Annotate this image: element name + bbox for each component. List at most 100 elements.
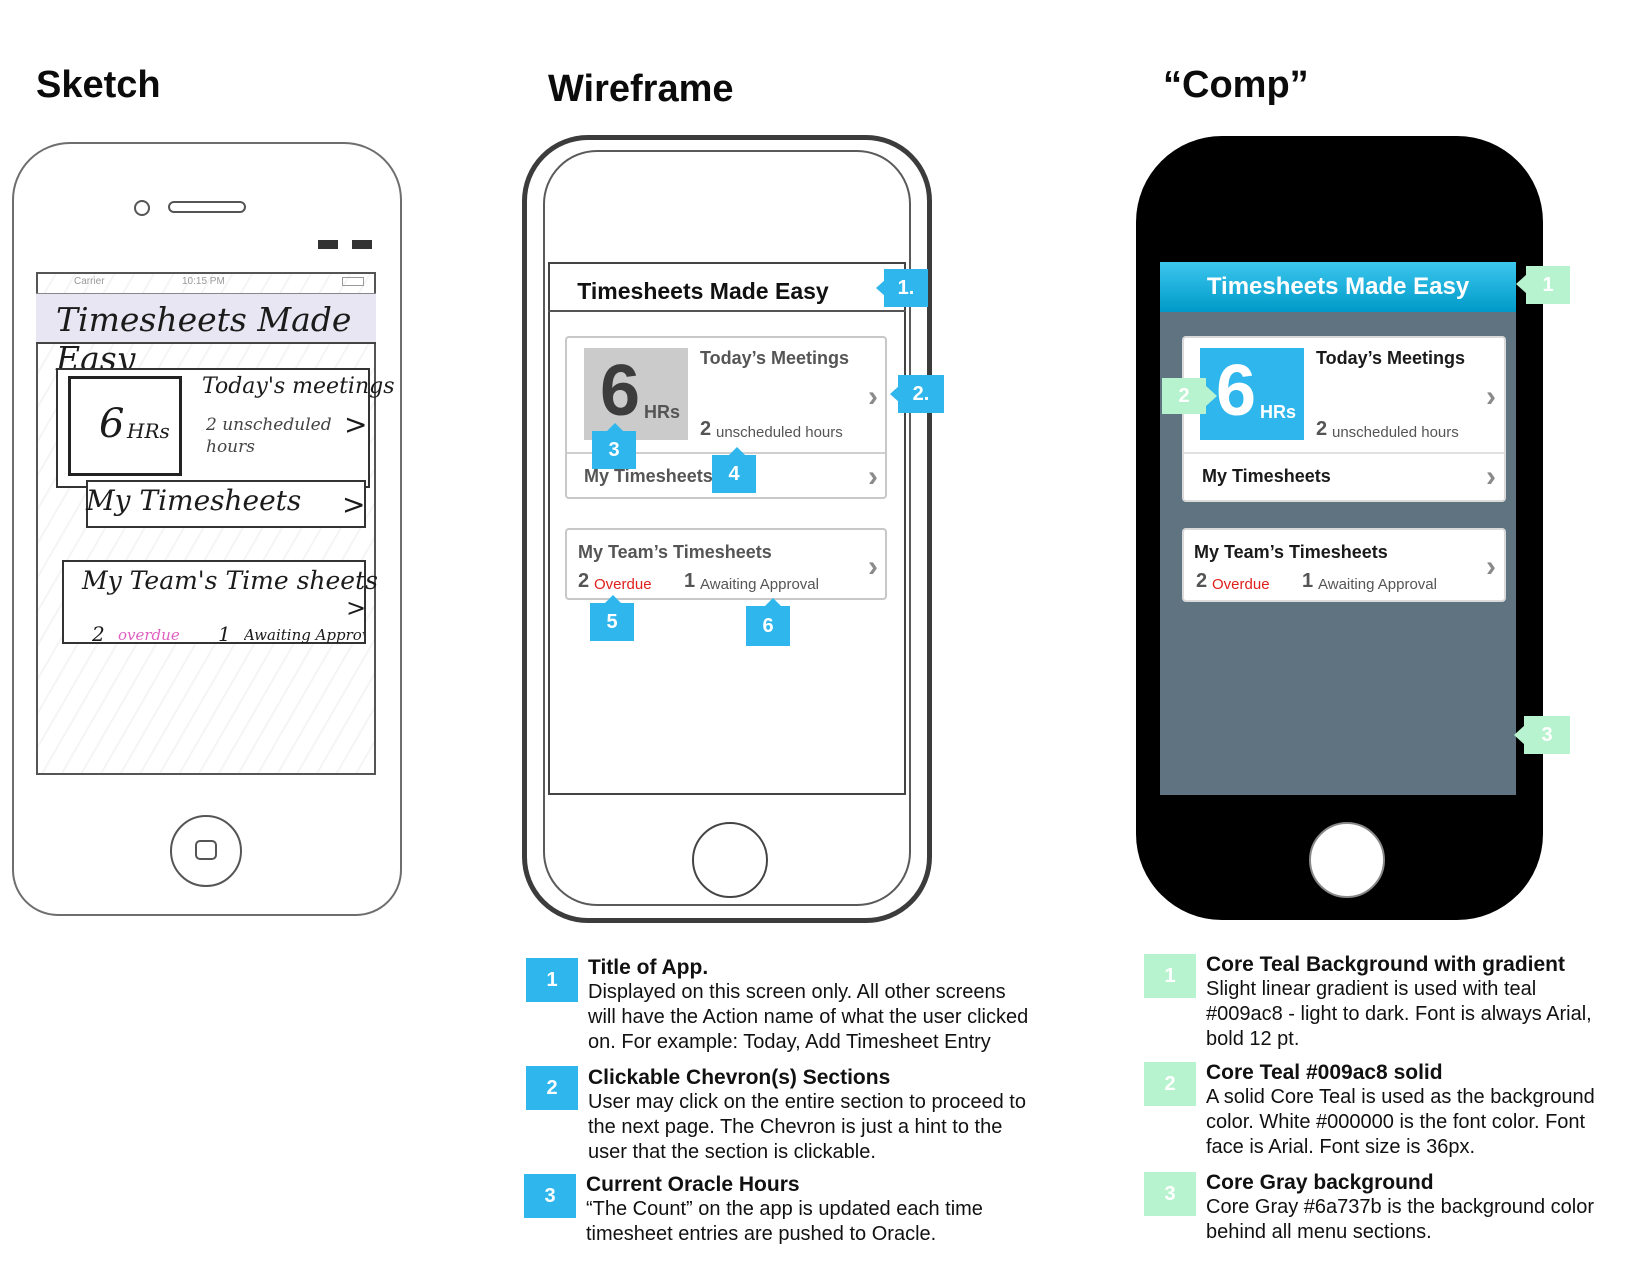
- comp-note-1-badge: 1: [1144, 954, 1196, 998]
- sketch-time: 10:15 PM: [182, 276, 225, 287]
- sketch-sensor-icon: [318, 240, 338, 249]
- sketch-camera-icon: [134, 200, 150, 216]
- comp-unscheduled-label: unscheduled hours: [1332, 424, 1459, 441]
- comp-heading: “Comp”: [1163, 64, 1309, 106]
- wireframe-note-2-line: user that the section is clickable.: [588, 1141, 876, 1163]
- badge-pointer: [1206, 386, 1217, 406]
- wireframe-badge-3: 3: [592, 431, 636, 469]
- comp-note-1-line: #009ac8 - light to dark. Font is always …: [1206, 1003, 1592, 1025]
- wireframe-note-3-badge: 3: [524, 1174, 576, 1218]
- comp-hours-box: 6 HRs: [1200, 348, 1304, 440]
- badge-pointer: [604, 595, 622, 604]
- badge-pointer: [1514, 725, 1525, 745]
- comp-my-timesheets-label: My Timesheets: [1202, 466, 1331, 486]
- sketch-heading: Sketch: [36, 64, 161, 106]
- comp-meetings-label: Today’s Meetings: [1316, 348, 1466, 368]
- sketch-status-bar: Carrier 10:15 PM: [36, 272, 376, 294]
- sketch-hours-box: 6 HRs: [68, 376, 182, 476]
- comp-overdue-count: 2: [1196, 570, 1208, 592]
- comp-overdue-label: Overdue: [1212, 576, 1270, 593]
- wireframe-note-1-line: will have the Action name of what the us…: [588, 1006, 1029, 1028]
- sketch-home-square-icon: [195, 840, 217, 860]
- sketch-home-button: [170, 815, 242, 887]
- wireframe-unscheduled-label: unscheduled hours: [716, 424, 843, 441]
- wireframe-badge-2: 2.: [898, 375, 944, 413]
- wireframe-note-1-badge: 1: [526, 958, 578, 1002]
- sketch-unscheduled-label: 2 unscheduled hours: [206, 415, 332, 457]
- comp-note-1-title: Core Teal Background with gradient: [1206, 953, 1565, 976]
- sketch-team-label: My Team's Time sheets: [82, 566, 378, 595]
- wireframe-phone-inner: [543, 150, 911, 906]
- comp-app-title: Timesheets Made Easy: [1160, 262, 1516, 312]
- sketch-awaiting-label: Awaiting Approval: [244, 626, 364, 644]
- sketch-overdue-label: overdue: [118, 626, 180, 644]
- comp-note-2-badge: 2: [1144, 1062, 1196, 1106]
- chevron-right-icon: ›: [1486, 460, 1496, 493]
- comp-badge-3: 3: [1524, 716, 1570, 754]
- wireframe-team-label: My Team’s Timesheets: [578, 542, 772, 562]
- comp-team-card[interactable]: [1182, 528, 1506, 602]
- comp-note-3-title: Core Gray background: [1206, 1171, 1434, 1194]
- wireframe-card-divider: [567, 452, 885, 454]
- comp-unscheduled-count: 2: [1316, 418, 1328, 440]
- comp-team-label: My Team’s Timesheets: [1194, 542, 1388, 562]
- wireframe-hours-value: 6: [600, 351, 641, 431]
- wireframe-note-2-badge: 2: [526, 1066, 578, 1110]
- wireframe-heading: Wireframe: [548, 68, 734, 110]
- wireframe-app-title: Timesheets Made Easy: [577, 278, 829, 304]
- wireframe-overdue-count: 2: [578, 570, 590, 592]
- comp-home-button: [1309, 822, 1385, 898]
- wireframe-title-divider: [548, 310, 906, 312]
- sketch-hours-unit: HRs: [127, 419, 170, 443]
- chevron-right-icon: ›: [868, 550, 878, 583]
- wireframe-team-card[interactable]: [565, 528, 887, 600]
- comp-note-3-badge: 3: [1144, 1172, 1196, 1216]
- wireframe-note-1-title: Title of App.: [588, 956, 709, 979]
- badge-pointer: [728, 447, 746, 456]
- wireframe-note-3-title: Current Oracle Hours: [586, 1173, 800, 1196]
- wireframe-badge-1: 1.: [884, 269, 928, 307]
- sketch-my-timesheets-card[interactable]: [86, 480, 366, 528]
- comp-hours-unit: HRs: [1260, 402, 1297, 422]
- chevron-right-icon: ›: [1486, 550, 1496, 583]
- badge-pointer: [606, 423, 624, 432]
- sketch-sensor-icon: [352, 240, 372, 249]
- sketch-battery-icon: [342, 277, 364, 286]
- wireframe-note-2-title: Clickable Chevron(s) Sections: [588, 1066, 891, 1089]
- comp-note-2-line: face is Arial. Font size is 36px.: [1206, 1136, 1476, 1158]
- wireframe-note-2-line: the next page. The Chevron is just a hin…: [588, 1116, 1003, 1138]
- wireframe-awaiting-label: Awaiting Approval: [700, 576, 819, 593]
- sketch-app-title: Timesheets Made Easy: [36, 294, 376, 378]
- wireframe-note-3-line: timesheet entries are pushed to Oracle.: [586, 1223, 937, 1245]
- comp-note-2-line: color. White #000000 is the font color. …: [1206, 1111, 1586, 1133]
- wireframe-badge-5: 5: [590, 603, 634, 641]
- chevron-right-icon: ›: [868, 380, 878, 413]
- badge-pointer: [890, 385, 900, 403]
- comp-note-1-line: Slight linear gradient is used with teal: [1206, 978, 1537, 1000]
- wireframe-hours-unit: HRs: [644, 402, 681, 422]
- comp-card-divider: [1184, 452, 1504, 454]
- comp-hours-value: 6: [1216, 351, 1257, 431]
- chevron-right-icon: ›: [1486, 380, 1496, 413]
- chevron-right-icon: ›: [868, 460, 878, 493]
- comp-note-2-line: A solid Core Teal is used as the backgro…: [1206, 1086, 1595, 1108]
- sketch-carrier: Carrier: [74, 276, 105, 287]
- sketch-chevron-icon: >: [346, 594, 367, 622]
- wireframe-note-1-line: Displayed on this screen only. All other…: [588, 981, 1006, 1003]
- wireframe-note-2-line: User may click on the entire section to …: [588, 1091, 1026, 1113]
- comp-note-3-line: Core Gray #6a737b is the background colo…: [1206, 1196, 1595, 1218]
- wireframe-badge-4: 4: [712, 455, 756, 493]
- wireframe-hours-box: 6 HRs: [584, 348, 688, 440]
- wireframe-unscheduled-count: 2: [700, 418, 712, 440]
- comp-badge-2: 2: [1162, 378, 1206, 414]
- sketch-phone-outline: [12, 142, 402, 916]
- sketch-hours-value: 6: [99, 401, 125, 447]
- wireframe-overdue-label: Overdue: [594, 576, 652, 593]
- wireframe-badge-6: 6: [746, 606, 790, 646]
- wireframe-note-3-line: “The Count” on the app is updated each t…: [586, 1198, 983, 1220]
- sketch-team-card[interactable]: [62, 560, 366, 644]
- comp-badge-1: 1: [1526, 266, 1570, 304]
- sketch-chevron-icon: >: [344, 408, 368, 441]
- sketch-my-timesheets-label: My Timesheets: [86, 484, 302, 517]
- comp-note-3-line: behind all menu sections.: [1206, 1221, 1432, 1243]
